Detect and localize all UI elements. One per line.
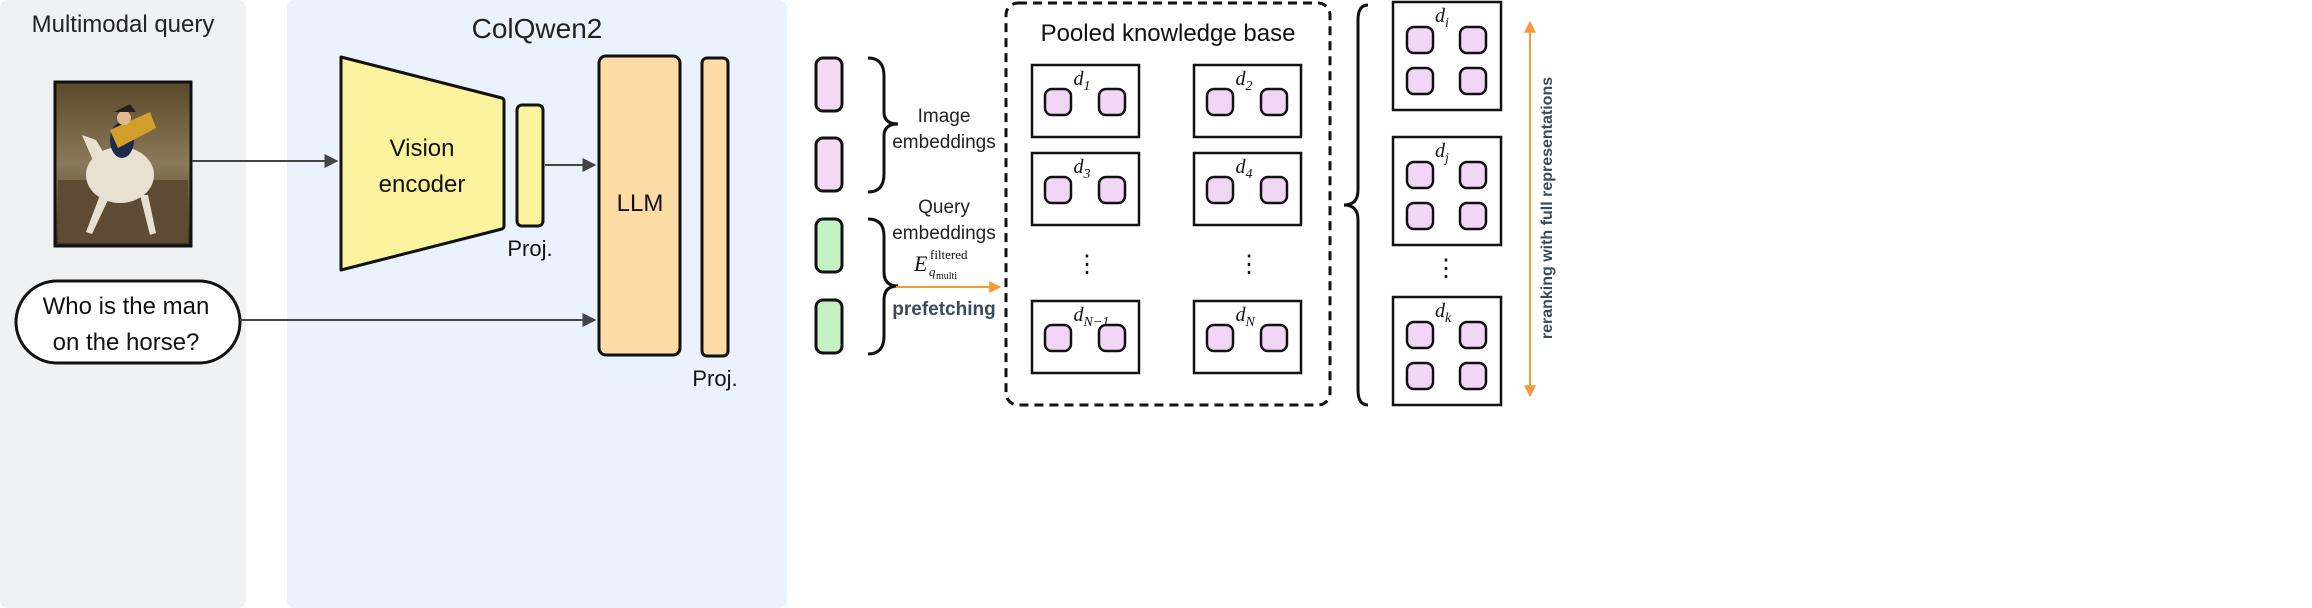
reranked-doc-card-0: di — [1391, 0, 1503, 112]
kb-doc-patch — [1205, 323, 1235, 353]
kb-doc-card-5: dN — [1192, 299, 1303, 375]
reranked-doc-patch — [1458, 160, 1488, 190]
question-line-1: Who is the man — [43, 293, 210, 320]
kb-doc-card-1: d2 — [1192, 63, 1303, 139]
vision-encoder-line-2: encoder — [379, 171, 466, 198]
kb-doc-card-0: d1 — [1030, 63, 1141, 139]
reranked-brace — [1343, 3, 1369, 407]
kb-doc-patch — [1043, 175, 1073, 205]
reranking-label: reranking with full representations — [1539, 77, 1556, 339]
filtered-symbol-sub-q: q — [929, 264, 936, 279]
reranked-doc-patch — [1405, 160, 1435, 190]
kb-doc-label-2: d3 — [1074, 156, 1091, 182]
image-embedding-2 — [814, 136, 844, 193]
reranked-doc-label-1: dj — [1435, 140, 1449, 166]
llm-block: LLM — [597, 54, 682, 357]
reranked-doc-patch — [1458, 361, 1488, 391]
vision-encoder-line-1: Vision — [390, 135, 455, 162]
reranked-doc-patch — [1458, 320, 1488, 350]
query-embedding-1 — [814, 217, 844, 274]
image-embeddings-label-1: Image — [918, 106, 971, 127]
reranked-documents: di dj dk — [1391, 0, 1503, 407]
query-embeddings-label-2: embeddings — [892, 223, 996, 244]
kb-doc-label-1: d2 — [1236, 68, 1253, 94]
query-panel-title: Multimodal query — [32, 11, 215, 38]
image-embeddings-brace — [867, 56, 899, 194]
projection-small: Proj. — [507, 103, 553, 261]
kb-doc-patch — [1259, 323, 1289, 353]
knowledge-base-ellipsis-left: ⋮ — [1075, 251, 1099, 278]
knowledge-base-ellipsis-right: ⋮ — [1237, 251, 1261, 278]
reranked-doc-card-1: dj — [1391, 135, 1503, 247]
filtered-symbol-sub-multi: multi — [936, 271, 957, 282]
filtered-symbol-sup: filtered — [930, 247, 968, 262]
embeddings-section: Image embeddings Query embeddings E filt… — [814, 56, 1002, 356]
query-embeddings-label-1: Query — [918, 197, 970, 218]
kb-doc-label-0: d1 — [1074, 68, 1091, 94]
reranked-doc-patch — [1458, 201, 1488, 231]
kb-doc-card-3: d4 — [1192, 151, 1303, 227]
kb-doc-patch — [1043, 323, 1073, 353]
kb-doc-patch — [1205, 87, 1235, 117]
query-panel: Multimodal query Who is the man on the h… — [0, 0, 246, 608]
reranked-doc-patch — [1405, 66, 1435, 96]
kb-doc-patch — [1205, 175, 1235, 205]
reranked-section: di dj dk ⋮ reranking with full representat… — [1343, 0, 1556, 407]
knowledge-base: Pooled knowledge base d1 d2 d3 d4 dN−1 dN ⋮ ⋮ — [1004, 1, 1332, 407]
kb-doc-card-2: d3 — [1030, 151, 1141, 227]
reranked-doc-patch — [1458, 25, 1488, 55]
reranked-doc-patch — [1405, 320, 1435, 350]
kb-doc-label-5: dN — [1236, 304, 1256, 330]
kb-doc-label-3: d4 — [1236, 156, 1253, 182]
image-embedding-1 — [814, 56, 844, 113]
image-embeddings-label-2: embeddings — [892, 132, 996, 153]
reranked-doc-label-2: dk — [1435, 300, 1452, 326]
kb-doc-card-4: dN−1 — [1030, 299, 1141, 375]
question-bubble: Who is the man on the horse? — [14, 279, 242, 365]
query-image — [53, 80, 193, 248]
kb-doc-patch — [1259, 87, 1289, 117]
reranked-doc-patch — [1405, 361, 1435, 391]
model-panel: ColQwen2 Vision encoder Proj. LLM Proj. — [192, 0, 787, 608]
kb-doc-patch — [1043, 87, 1073, 117]
prefetching-label: prefetching — [892, 299, 995, 320]
reranked-ellipsis: ⋮ — [1434, 255, 1458, 282]
model-panel-title: ColQwen2 — [472, 13, 603, 44]
projection-large-label: Proj. — [692, 366, 737, 391]
knowledge-base-title: Pooled knowledge base — [1041, 20, 1296, 47]
query-embedding-2 — [814, 298, 844, 355]
reranked-doc-card-2: dk — [1391, 295, 1503, 407]
kb-doc-patch — [1097, 87, 1127, 117]
projection-large: Proj. — [692, 56, 738, 391]
filtered-symbol-base: E — [913, 251, 928, 276]
kb-doc-patch — [1097, 323, 1127, 353]
reranked-doc-patch — [1458, 66, 1488, 96]
llm-label: LLM — [617, 190, 664, 217]
kb-doc-patch — [1259, 175, 1289, 205]
reranked-doc-label-0: di — [1435, 5, 1449, 31]
reranked-doc-patch — [1405, 25, 1435, 55]
filtered-query-symbol: E filtered q multi — [913, 247, 968, 282]
reranked-doc-patch — [1405, 201, 1435, 231]
projection-small-label: Proj. — [507, 236, 552, 261]
knowledge-base-documents: d1 d2 d3 d4 dN−1 dN — [1030, 63, 1303, 375]
question-line-2: on the horse? — [53, 329, 200, 356]
kb-doc-patch — [1097, 175, 1127, 205]
vision-encoder-block: Vision encoder — [339, 55, 506, 272]
